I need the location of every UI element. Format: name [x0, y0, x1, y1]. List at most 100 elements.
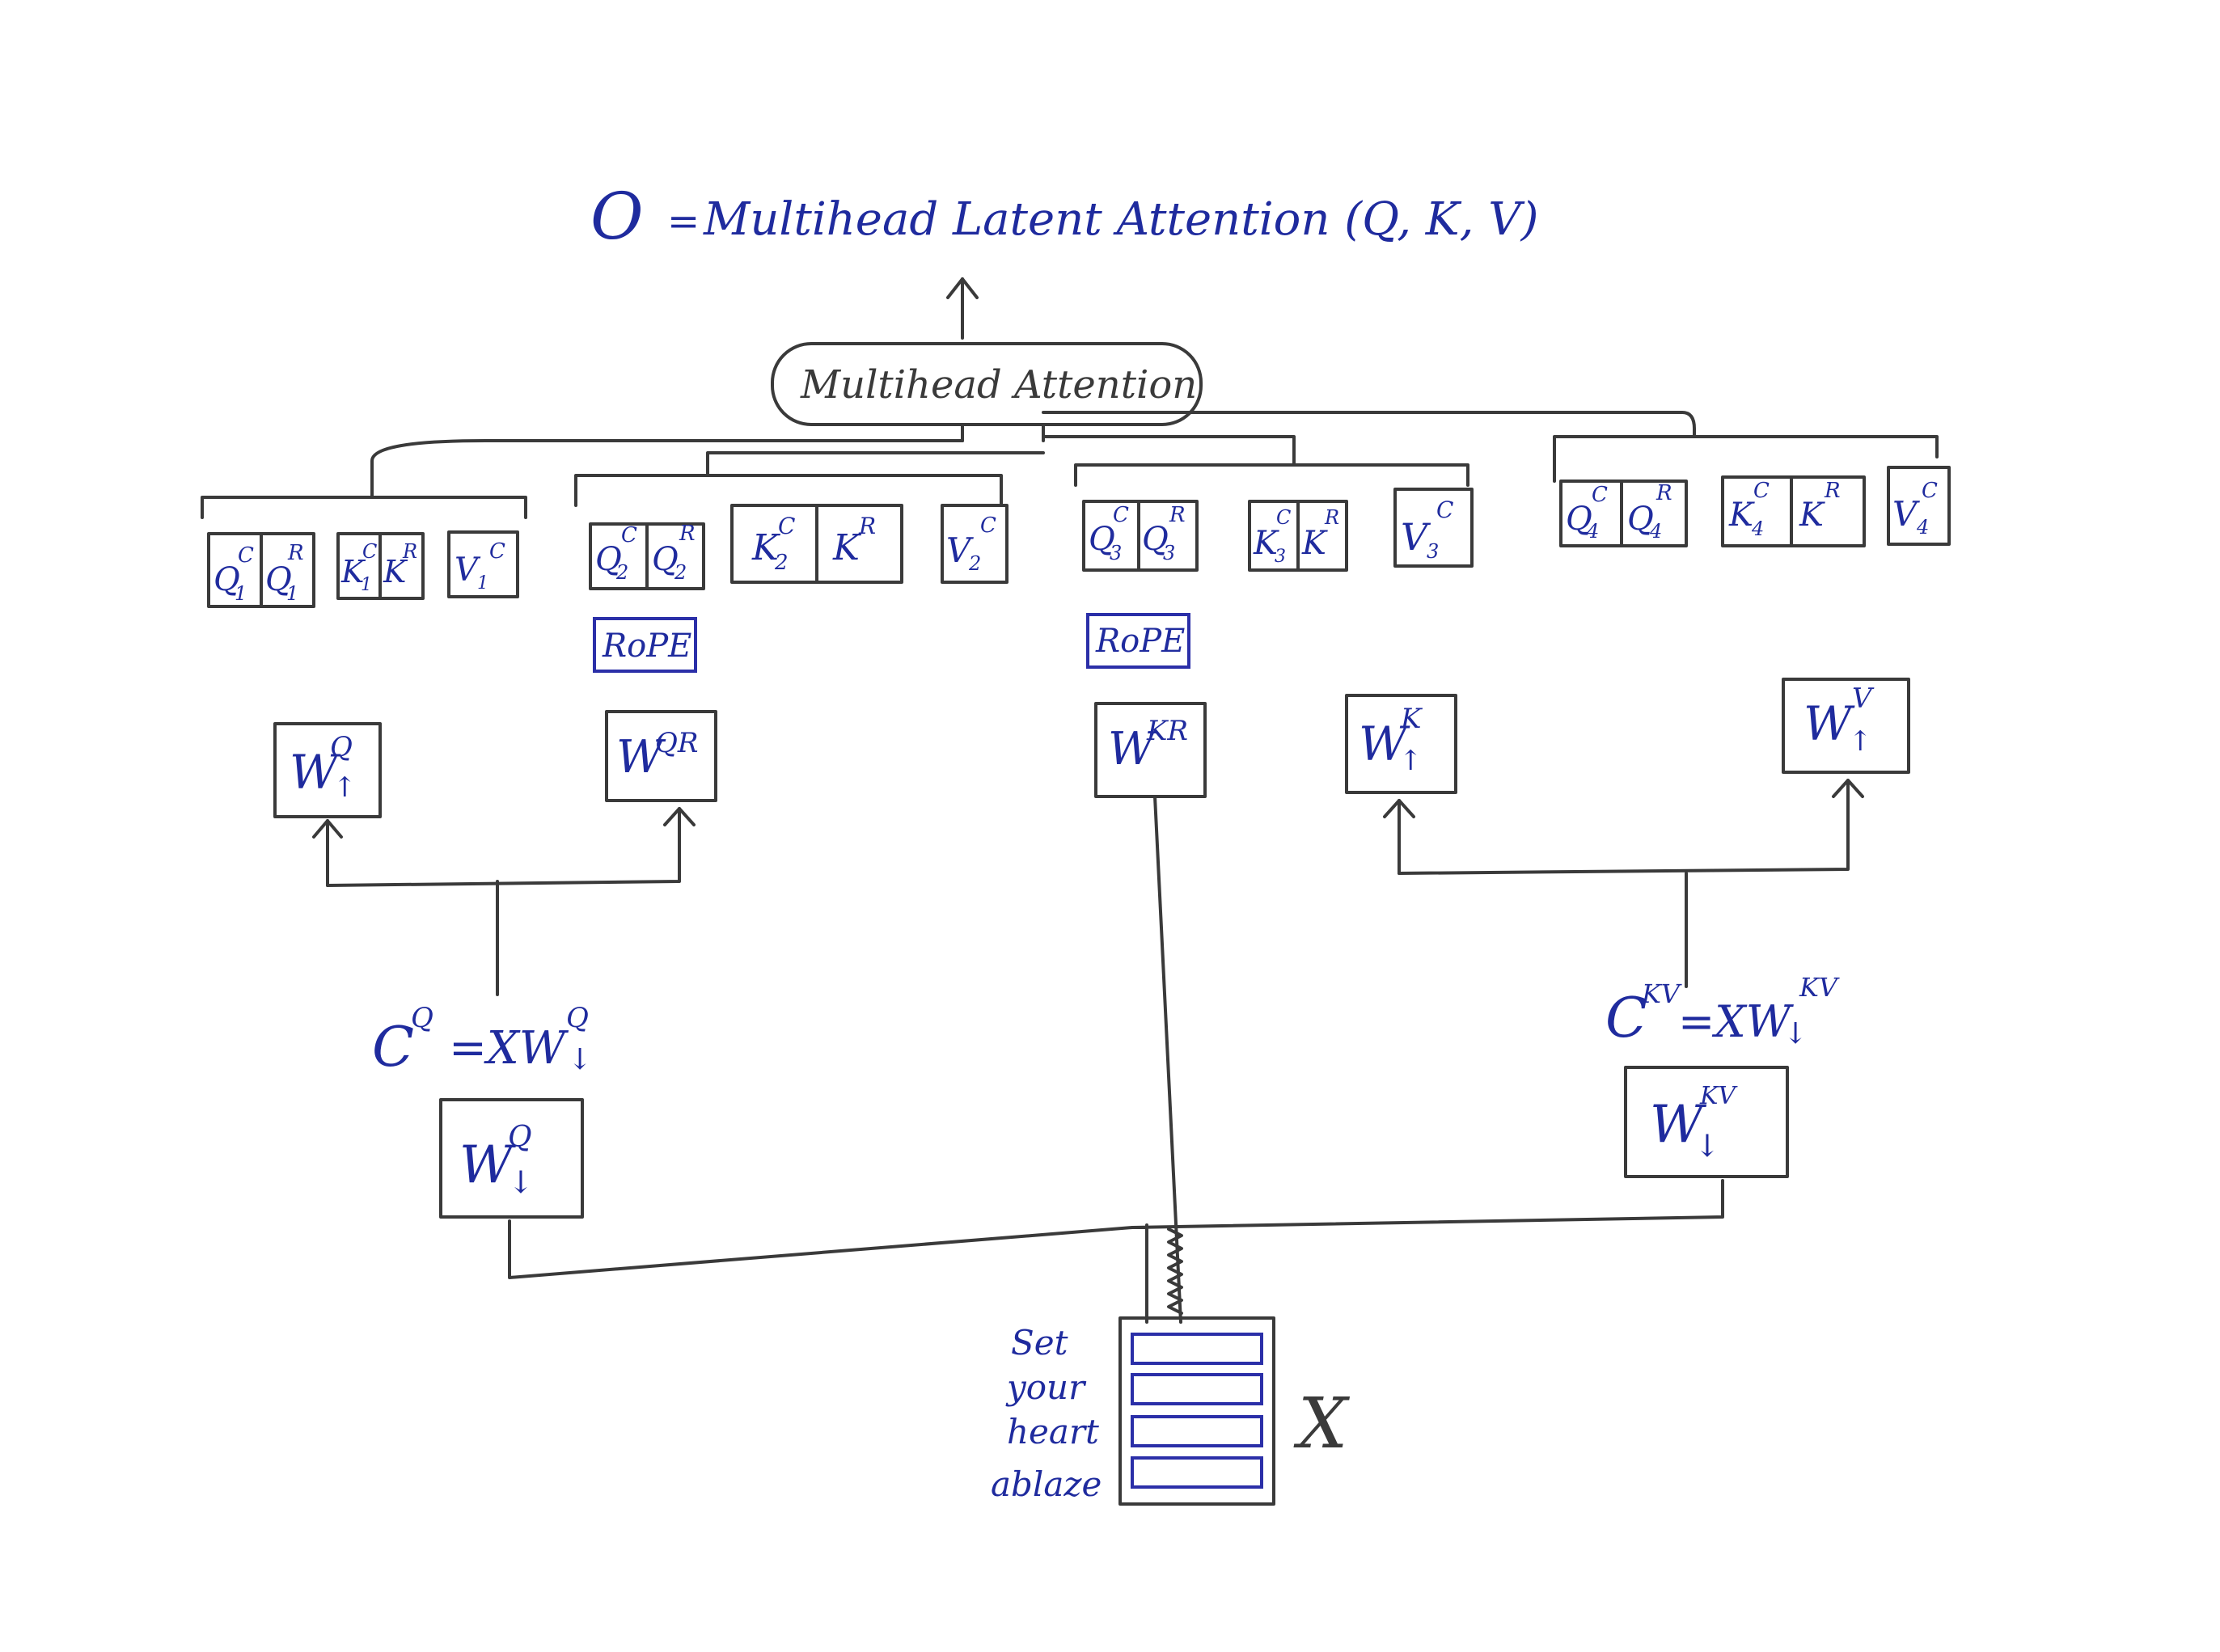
svg-text:Q: Q — [265, 561, 292, 598]
svg-text:KR: KR — [1146, 715, 1188, 747]
svg-text:Q: Q — [214, 561, 240, 598]
svg-text:C: C — [1113, 503, 1129, 527]
svg-text:W: W — [616, 731, 666, 784]
svg-text:R: R — [402, 540, 417, 563]
svg-text:Q: Q — [1142, 521, 1169, 558]
k1-c: K 1 C — [340, 540, 377, 595]
q1-r: Q 1 R — [265, 541, 304, 605]
k3-c: K 3 C — [1253, 506, 1291, 567]
svg-text:W: W — [1650, 1095, 1707, 1155]
svg-text:W: W — [1359, 716, 1410, 771]
rope-q-label: RoPE — [602, 627, 691, 665]
q4-r: Q 4 R — [1627, 481, 1672, 543]
caption-word-2: your — [1005, 1367, 1087, 1407]
svg-text:V: V — [1401, 515, 1431, 559]
svg-text:C: C — [1276, 506, 1291, 529]
svg-text:V: V — [455, 551, 481, 589]
svg-text:R: R — [1655, 481, 1672, 505]
q3-c: Q 3 C — [1089, 503, 1129, 564]
svg-text:1: 1 — [286, 582, 298, 605]
svg-text:4: 4 — [1916, 516, 1929, 539]
title-output-symbol: O — [590, 179, 644, 254]
svg-text:C: C — [1592, 483, 1608, 507]
svg-text:2: 2 — [968, 552, 981, 575]
svg-text:K: K — [340, 554, 366, 589]
input-matrix — [1118, 1316, 1275, 1506]
k2-c: K 2 C — [751, 513, 795, 575]
q3-r: Q 3 R — [1142, 503, 1186, 564]
svg-text:Q: Q — [1089, 521, 1115, 558]
svg-text:K: K — [1728, 496, 1755, 534]
svg-text:C: C — [362, 540, 377, 563]
svg-text:V: V — [1852, 682, 1875, 715]
svg-text:K: K — [1400, 703, 1423, 735]
svg-text:KV: KV — [1799, 972, 1840, 1003]
svg-text:=XW: =XW — [1678, 996, 1795, 1047]
input-label: X — [1293, 1384, 1351, 1464]
latent-q-formula: C Q =XW Q ↓ — [372, 1002, 592, 1080]
svg-text:V: V — [946, 530, 974, 570]
svg-text:↓: ↓ — [568, 1043, 592, 1076]
caption-word-3: heart — [1007, 1412, 1099, 1451]
svg-text:R: R — [679, 522, 696, 546]
up-arrow-to-output — [946, 277, 979, 340]
q2-c: Q 2 C — [595, 523, 637, 584]
title-equals: = — [667, 199, 700, 244]
head-2: Q 2 C Q 2 R K 2 C K R V 2 C — [589, 504, 1009, 590]
w-up-q-box: W Q ↑ — [273, 722, 382, 818]
svg-text:K: K — [751, 527, 780, 568]
svg-text:K: K — [1253, 525, 1279, 562]
svg-text:C: C — [1436, 496, 1453, 523]
svg-text:↑: ↑ — [333, 771, 357, 804]
svg-text:C: C — [621, 523, 637, 547]
latent-kv-formula: C KV =XW KV ↓ — [1605, 972, 1840, 1050]
w-kr-box: W KR — [1094, 702, 1207, 798]
v2-c: V 2 C — [946, 513, 996, 575]
input-row-3 — [1131, 1415, 1263, 1447]
svg-text:Q: Q — [566, 1002, 589, 1034]
input-bus — [508, 1179, 1724, 1279]
svg-text:W: W — [459, 1135, 517, 1195]
svg-text:K: K — [832, 527, 861, 568]
svg-text:C: C — [238, 543, 254, 568]
svg-text:1: 1 — [361, 575, 372, 595]
svg-text:K: K — [1301, 525, 1328, 562]
title-formula: Multihead Latent Attention (Q, K, V) — [703, 193, 1539, 246]
svg-text:R: R — [1824, 479, 1841, 503]
svg-text:V: V — [1892, 494, 1920, 534]
svg-text:R: R — [1169, 503, 1186, 527]
cq-fanout — [312, 807, 696, 996]
k1-r: K R — [383, 540, 417, 589]
svg-text:KV: KV — [1699, 1082, 1738, 1110]
q4-c: Q 4 C — [1566, 483, 1608, 543]
svg-text:Q: Q — [1627, 501, 1654, 538]
k4-r: K R — [1799, 479, 1841, 534]
rope-k-label: RoPE — [1095, 623, 1185, 660]
svg-text:C: C — [489, 539, 505, 564]
svg-text:2: 2 — [774, 551, 789, 575]
q2-r: Q 2 R — [652, 522, 696, 584]
head-3: Q 3 C Q 3 R K 3 C K R V 3 C — [1082, 488, 1474, 572]
svg-text:Q: Q — [330, 731, 353, 763]
svg-text:R: R — [287, 541, 304, 565]
input-caption: Set your heart ablaze — [991, 1323, 1102, 1504]
svg-text:C: C — [1922, 479, 1938, 503]
q1-c: Q 1 C — [214, 543, 254, 605]
svg-text:↑: ↑ — [1399, 745, 1423, 777]
rope-k-box: RoPE — [1086, 613, 1190, 669]
multihead-attention-label: Multihead Attention — [800, 362, 1197, 408]
w-down-kv-box: W KV ↓ — [1624, 1066, 1789, 1178]
svg-text:Q: Q — [1566, 501, 1592, 538]
svg-text:4: 4 — [1649, 520, 1662, 543]
rope-q-box: RoPE — [593, 617, 697, 673]
svg-text:K: K — [383, 554, 408, 589]
svg-text:Q: Q — [652, 541, 679, 578]
svg-text:W: W — [1108, 723, 1158, 775]
input-row-4 — [1131, 1456, 1263, 1489]
w-down-q-box: W Q ↓ — [439, 1098, 584, 1219]
svg-text:W: W — [290, 745, 341, 800]
w-up-v-box: W V ↑ — [1782, 678, 1910, 774]
head-group-braces — [201, 411, 1939, 519]
v4-c: V 4 C — [1892, 479, 1938, 539]
